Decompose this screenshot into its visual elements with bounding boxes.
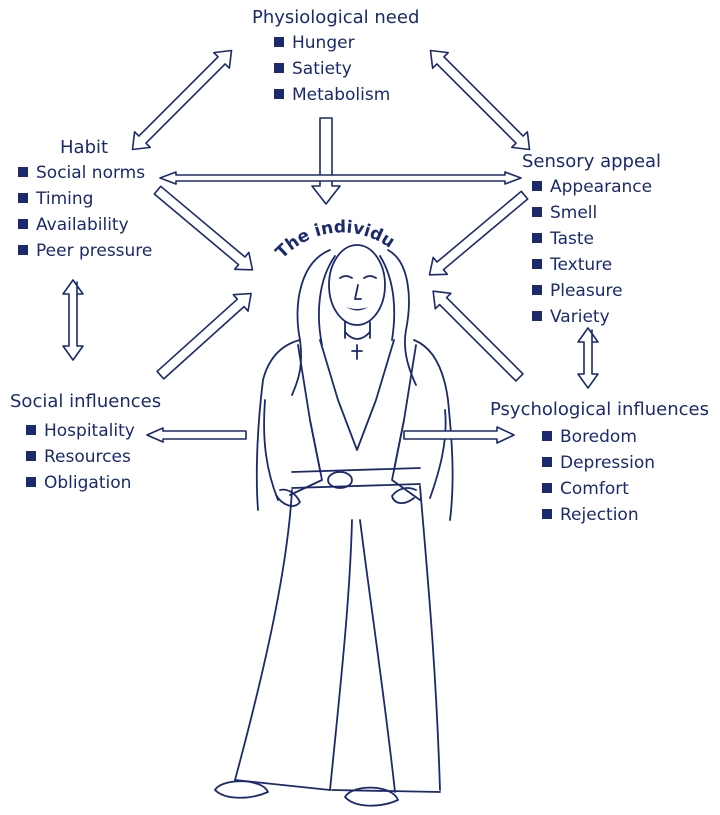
social-influences-group: Social influences Hospitality Resources … — [10, 390, 161, 496]
habit-list: Social norms Timing Availability Peer pr… — [18, 160, 152, 264]
square-bullet-icon — [18, 193, 28, 203]
list-item: Depression — [542, 450, 709, 476]
square-bullet-icon — [532, 181, 542, 191]
trousers-outline — [234, 485, 441, 793]
social-influences-title: Social influences — [10, 391, 162, 412]
necklace-icon — [344, 331, 371, 360]
face-outline — [328, 244, 386, 326]
list-item: Hunger — [274, 30, 419, 56]
list-item: Boredom — [542, 424, 709, 450]
hair-outline — [291, 249, 417, 396]
list-item: Hospitality — [26, 418, 161, 444]
square-bullet-icon — [532, 207, 542, 217]
square-bullet-icon — [542, 483, 552, 493]
sensory-appeal-title: Sensory appeal — [522, 151, 662, 172]
social-influences-list: Hospitality Resources Obligation — [26, 418, 161, 496]
face-mouth — [346, 307, 368, 311]
right-hand — [391, 487, 417, 504]
list-item: Appearance — [532, 174, 661, 200]
list-item: Texture — [532, 252, 661, 278]
square-bullet-icon — [18, 219, 28, 229]
arrow-physiological-sensory — [429, 49, 531, 151]
psychological-influences-group: Psychological influences Boredom Depress… — [490, 398, 709, 528]
square-bullet-icon — [26, 425, 36, 435]
list-item: Timing — [18, 186, 152, 212]
psychological-influences-title: Psychological influences — [490, 399, 709, 420]
arrow-habit-individual — [153, 185, 254, 271]
list-item: Smell — [532, 200, 661, 226]
list-item: Resources — [26, 444, 161, 470]
square-bullet-icon — [532, 233, 542, 243]
face-nose — [354, 284, 362, 300]
square-bullet-icon — [532, 285, 542, 295]
neck — [344, 321, 371, 339]
list-item: Variety — [532, 304, 661, 330]
right-shoe — [344, 786, 399, 807]
blazer-sleeves — [263, 399, 447, 501]
square-bullet-icon — [274, 63, 284, 73]
square-bullet-icon — [18, 167, 28, 177]
belt — [291, 467, 421, 489]
list-item: Satiety — [274, 56, 419, 82]
square-bullet-icon — [532, 259, 542, 269]
physiological-need-list: Hunger Satiety Metabolism — [274, 30, 419, 108]
square-bullet-icon — [18, 245, 28, 255]
physiological-need-title: Physiological need — [252, 7, 420, 28]
list-item: Obligation — [26, 470, 161, 496]
square-bullet-icon — [542, 509, 552, 519]
psychological-influences-list: Boredom Depression Comfort Rejection — [542, 424, 709, 528]
arrow-habit-social — [62, 279, 84, 361]
list-item: Pleasure — [532, 278, 661, 304]
arrow-social-horizontal — [146, 427, 247, 443]
list-item: Peer pressure — [18, 238, 152, 264]
sensory-appeal-list: Appearance Smell Taste Texture Pleasure … — [532, 174, 661, 330]
list-item: Comfort — [542, 476, 709, 502]
arrow-habit-sensory — [159, 171, 522, 185]
blazer-outline — [255, 339, 454, 521]
square-bullet-icon — [26, 451, 36, 461]
face-eyes — [339, 275, 377, 279]
list-item: Social norms — [18, 160, 152, 186]
hair-strands — [318, 255, 396, 346]
belt-buckle — [327, 471, 353, 489]
arrow-social-individual — [156, 292, 252, 380]
sensory-appeal-group: Sensory appeal Appearance Smell Taste Te… — [522, 150, 661, 330]
left-hand — [275, 488, 301, 507]
arrow-physiological-habit — [131, 49, 233, 151]
habit-title: Habit — [60, 137, 109, 158]
square-bullet-icon — [274, 37, 284, 47]
list-item: Rejection — [542, 502, 709, 528]
arrow-sensory-individual — [428, 190, 529, 276]
shirt-outline — [309, 339, 405, 471]
habit-group: Habit Social norms Timing Availability P… — [18, 136, 152, 264]
arrow-psychological-individual — [432, 290, 524, 382]
square-bullet-icon — [532, 311, 542, 321]
arrow-physiological-individual — [311, 117, 341, 205]
square-bullet-icon — [542, 457, 552, 467]
list-item: Metabolism — [274, 82, 419, 108]
list-item: Availability — [18, 212, 152, 238]
list-item: Taste — [532, 226, 661, 252]
square-bullet-icon — [274, 89, 284, 99]
left-shoe — [214, 780, 269, 799]
arrow-sensory-psychological — [577, 327, 599, 389]
physiological-need-group: Physiological need Hunger Satiety Metabo… — [252, 6, 419, 108]
arrow-psychological-horizontal — [403, 426, 515, 444]
square-bullet-icon — [26, 477, 36, 487]
square-bullet-icon — [542, 431, 552, 441]
